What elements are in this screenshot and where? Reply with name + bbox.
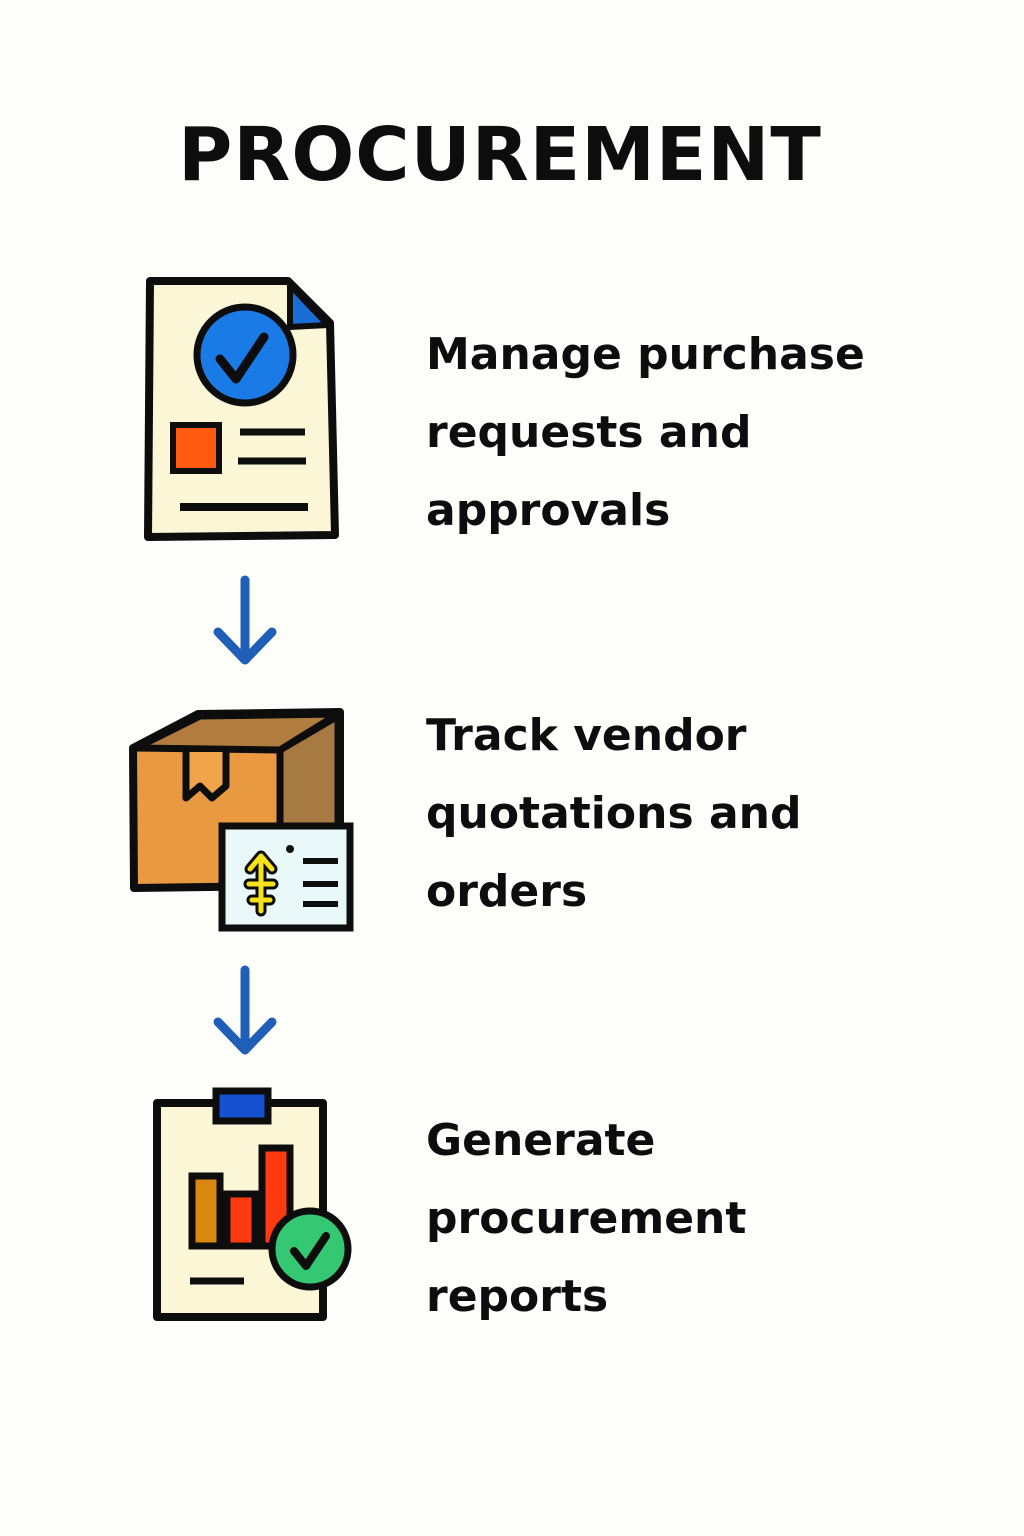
step-2-line-3: orders	[426, 866, 588, 917]
report-clipboard-icon	[153, 1087, 352, 1321]
down-arrow-icon	[213, 965, 277, 1055]
step-2-text: Track vendor quotations and orders	[426, 697, 946, 931]
step-1-line-1: Manage purchase	[426, 329, 865, 380]
step-2-line-1: Track vendor	[426, 710, 747, 761]
step-1-text: Manage purchase requests and approvals	[426, 316, 946, 550]
step-2-line-2: quotations and	[426, 788, 802, 839]
down-arrow-icon	[213, 575, 277, 665]
step-3-text: Generate procurement reports	[426, 1102, 946, 1336]
step-3-line-1: Generate	[426, 1115, 656, 1166]
approved-document-icon	[144, 277, 339, 541]
step-1-line-2: requests and	[426, 407, 752, 458]
step-3-line-3: reports	[426, 1271, 609, 1322]
page-title: PROCUREMENT	[178, 112, 822, 198]
package-quotation-icon	[129, 708, 354, 932]
step-3-line-2: procurement	[426, 1193, 747, 1244]
step-1-line-3: approvals	[426, 485, 671, 536]
